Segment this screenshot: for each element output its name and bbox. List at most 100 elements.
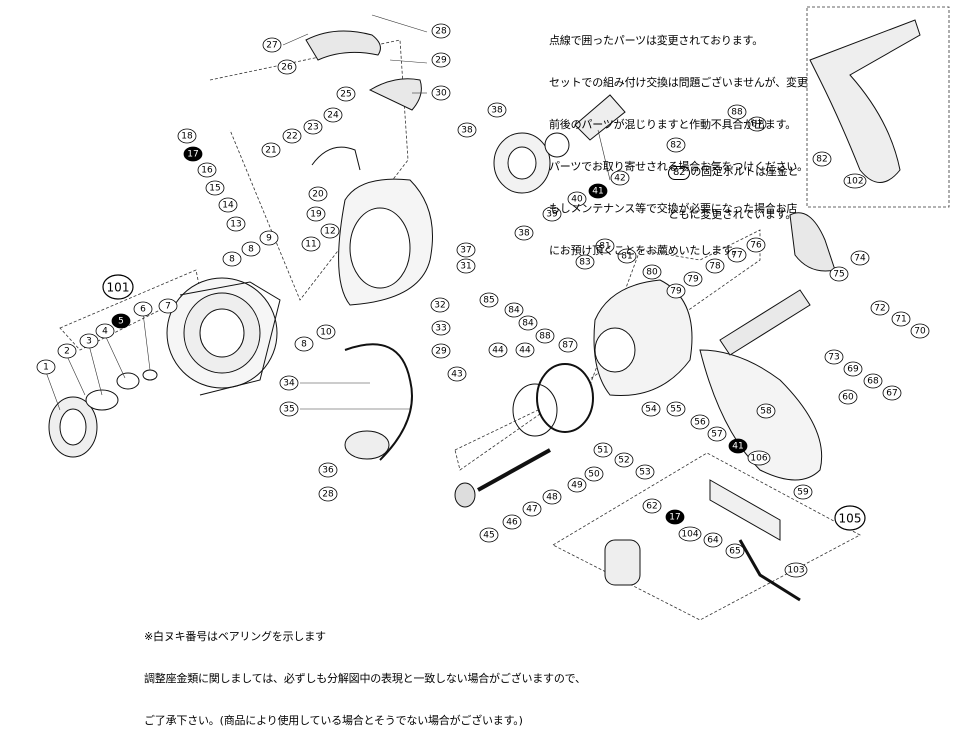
callout-label: 77	[731, 251, 742, 261]
callout-79: 79	[683, 271, 703, 287]
callout-81: 81	[617, 248, 637, 264]
callout-circle	[784, 562, 808, 578]
drive-gear-part	[536, 363, 594, 433]
callout-circle	[133, 301, 153, 317]
callout-77: 77	[727, 247, 747, 263]
callout-circle	[479, 292, 499, 308]
callout-41: 41	[588, 183, 608, 199]
callout-circle	[447, 366, 467, 382]
callout-label: 1	[43, 363, 49, 373]
callout-label: 42	[614, 174, 625, 184]
callout-circle	[793, 484, 813, 500]
callout-circle	[584, 466, 604, 482]
callout-label: 71	[895, 315, 906, 325]
callout-54: 54	[641, 401, 661, 417]
callout-43: 43	[447, 366, 467, 382]
callout-38: 38	[487, 102, 507, 118]
callout-label: 102	[846, 177, 863, 187]
callout-circle	[226, 216, 246, 232]
handle-shaft-part	[709, 479, 781, 541]
callout-label: 11	[305, 240, 316, 250]
callout-56: 56	[690, 414, 710, 430]
callout-circle	[870, 300, 890, 316]
callout-52: 52	[614, 452, 634, 468]
callout-label: 34	[283, 379, 295, 389]
callout-label: 48	[546, 493, 558, 503]
callout-circle	[666, 401, 686, 417]
callout-circle	[301, 236, 321, 252]
callout-circle	[683, 271, 703, 287]
callout-87: 87	[558, 337, 578, 353]
callout-58: 58	[756, 403, 776, 419]
callout-circle	[259, 230, 279, 246]
callout-70: 70	[910, 323, 930, 339]
callout-label: 29	[435, 347, 447, 357]
callout-4: 4	[95, 323, 115, 339]
callout-label: 55	[670, 405, 681, 415]
callout-label: 81	[599, 242, 610, 252]
callout-104: 104	[678, 526, 702, 542]
callout-label: 68	[867, 377, 879, 387]
callout-label: 87	[562, 341, 573, 351]
callout-circle	[183, 146, 203, 162]
callout-label: 24	[327, 111, 339, 121]
callout-label: 23	[307, 123, 318, 133]
callout-1: 1	[36, 359, 56, 375]
callout-84: 84	[504, 302, 524, 318]
callout-circle	[504, 302, 524, 318]
callout-label: 4	[102, 327, 108, 337]
oring-part	[512, 383, 558, 437]
callout-label: 10	[320, 328, 332, 338]
callout-circle	[514, 225, 534, 241]
callout-circle	[728, 438, 748, 454]
callout-82: 82	[812, 151, 832, 167]
callout-50: 50	[584, 466, 604, 482]
callout-circle	[36, 359, 56, 375]
leader-28	[371, 14, 428, 33]
callout-circle	[430, 297, 450, 313]
callout-circle	[279, 375, 299, 391]
callout-label: 74	[854, 254, 866, 264]
callout-11: 11	[301, 236, 321, 252]
callout-49: 49	[567, 477, 587, 493]
callout-circle	[746, 237, 766, 253]
callout-circle	[95, 323, 115, 339]
callout-circle	[725, 543, 745, 559]
callout-circle	[812, 151, 832, 167]
callout-32: 32	[430, 297, 450, 313]
pinion-part	[493, 94, 626, 194]
callout-circle	[705, 258, 725, 274]
callout-101: 101	[102, 274, 134, 300]
callout-circle	[829, 266, 849, 282]
callout-label: 44	[519, 346, 531, 356]
callout-label: 81	[621, 252, 632, 262]
callout-label: 7	[165, 302, 171, 312]
callout-label: 17	[669, 513, 680, 523]
callout-64: 64	[703, 532, 723, 548]
handle-crank-part	[738, 539, 801, 602]
callout-label: 57	[711, 430, 722, 440]
callout-39: 39	[542, 206, 562, 222]
callout-102: 102	[843, 173, 867, 189]
callout-label: 39	[546, 210, 558, 220]
callout-circle	[323, 107, 343, 123]
callout-circle	[431, 52, 451, 68]
callout-label: 5	[118, 317, 124, 327]
callout-circle	[535, 328, 555, 344]
callout-35: 35	[279, 401, 299, 417]
callout-label: 60	[842, 393, 854, 403]
callout-88: 88	[727, 104, 747, 120]
callout-30: 30	[431, 85, 451, 101]
callout-label: 49	[571, 481, 583, 491]
callout-circle	[487, 102, 507, 118]
callout-19: 19	[306, 206, 326, 222]
callout-label: 20	[312, 190, 324, 200]
handle-group-box	[552, 452, 861, 621]
rotor-group-outline	[209, 39, 409, 301]
callout-23: 23	[303, 119, 323, 135]
callout-circle	[177, 128, 197, 144]
callout-label: 2	[64, 347, 70, 357]
callout-label: 106	[750, 454, 767, 464]
callout-55: 55	[666, 401, 686, 417]
